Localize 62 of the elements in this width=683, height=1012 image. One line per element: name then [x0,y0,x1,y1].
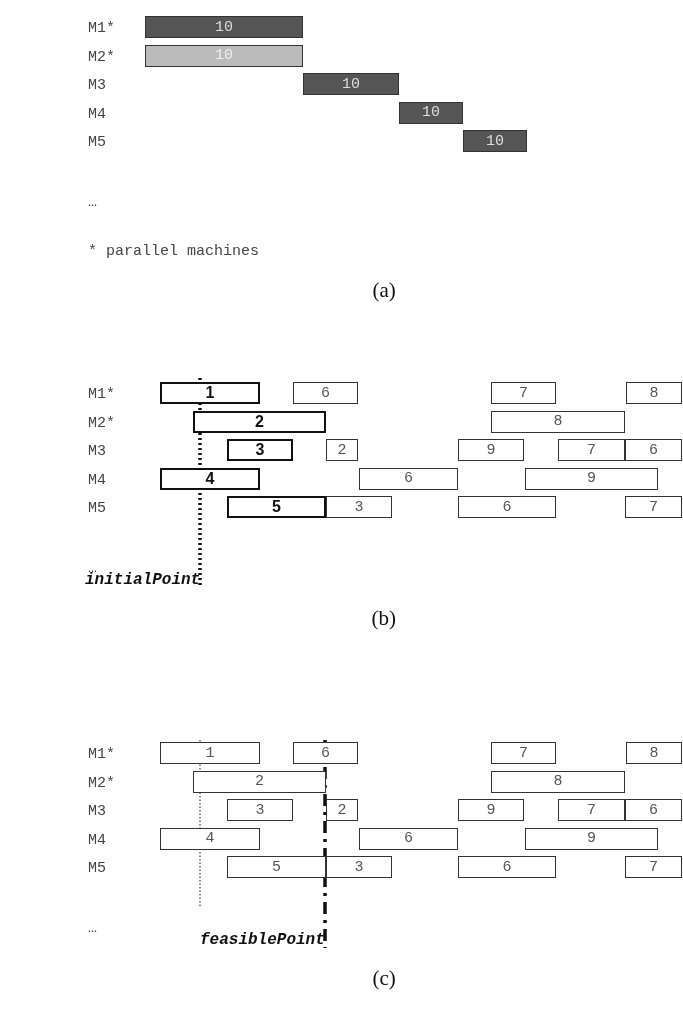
task-bar: 7 [491,742,556,764]
machine-label: M1* [88,746,115,764]
panel-label: (a) [372,278,396,302]
task-bar: 7 [558,799,625,821]
task-bar: 10 [303,73,399,95]
task-bar: 5 [227,856,326,878]
task-bar: 2 [193,770,326,793]
task-bar: 6 [625,439,682,461]
task-bar: 10 [399,101,463,124]
ellipsis: … [88,194,97,212]
task-bar: 8 [626,742,682,764]
task-bar: 2 [326,799,358,821]
task-bar: 8 [491,410,625,433]
task-bar: 2 [193,410,326,433]
task-bar: 8 [491,770,625,793]
machine-label: M3 [88,443,106,461]
machine-label: M5 [88,134,106,152]
machine-label: M5 [88,500,106,518]
footnote: * parallel machines [88,243,260,261]
task-bar: 3 [326,496,392,518]
task-bar: 4 [160,827,260,850]
panel-label: (b) [371,606,396,630]
ellipsis: … [88,920,97,938]
task-bar: 6 [293,382,358,404]
task-bar: 5 [227,496,326,518]
task-bar: 10 [145,16,303,38]
machine-label: M3 [88,803,106,821]
task-bar: 6 [458,496,556,518]
machine-label: M3 [88,77,106,95]
task-bar: 6 [458,856,556,878]
machine-label: M4 [88,831,106,850]
task-bar: 10 [463,130,527,152]
task-bar: 1 [160,382,260,404]
task-bar: 6 [625,799,682,821]
machine-label: M2* [88,774,115,793]
machine-label: M2* [88,414,115,433]
task-bar: 3 [227,439,293,461]
task-bar: 7 [491,382,556,404]
task-bar: 9 [458,439,524,461]
task-bar: 1 [160,742,260,764]
point-label: feasiblePoint [200,931,325,949]
task-bar: 9 [525,827,658,850]
machine-label: M2* [88,48,115,67]
task-bar: 3 [326,856,392,878]
task-bar: 7 [558,439,625,461]
panel-label: (c) [372,966,396,990]
task-bar: 2 [326,439,358,461]
task-bar: 4 [160,467,260,490]
task-bar: 8 [626,382,682,404]
task-bar: 6 [359,467,458,490]
task-bar: 6 [359,827,458,850]
machine-label: M5 [88,860,106,878]
machine-label: M1* [88,20,115,38]
machine-label: M4 [88,471,106,490]
machine-label: M4 [88,105,106,124]
task-bar: 9 [458,799,524,821]
task-bar: 6 [293,742,358,764]
task-bar: 9 [525,467,658,490]
task-bar: 7 [625,496,682,518]
machine-label: M1* [88,386,115,404]
task-bar: 7 [625,856,682,878]
task-bar: 3 [227,799,293,821]
